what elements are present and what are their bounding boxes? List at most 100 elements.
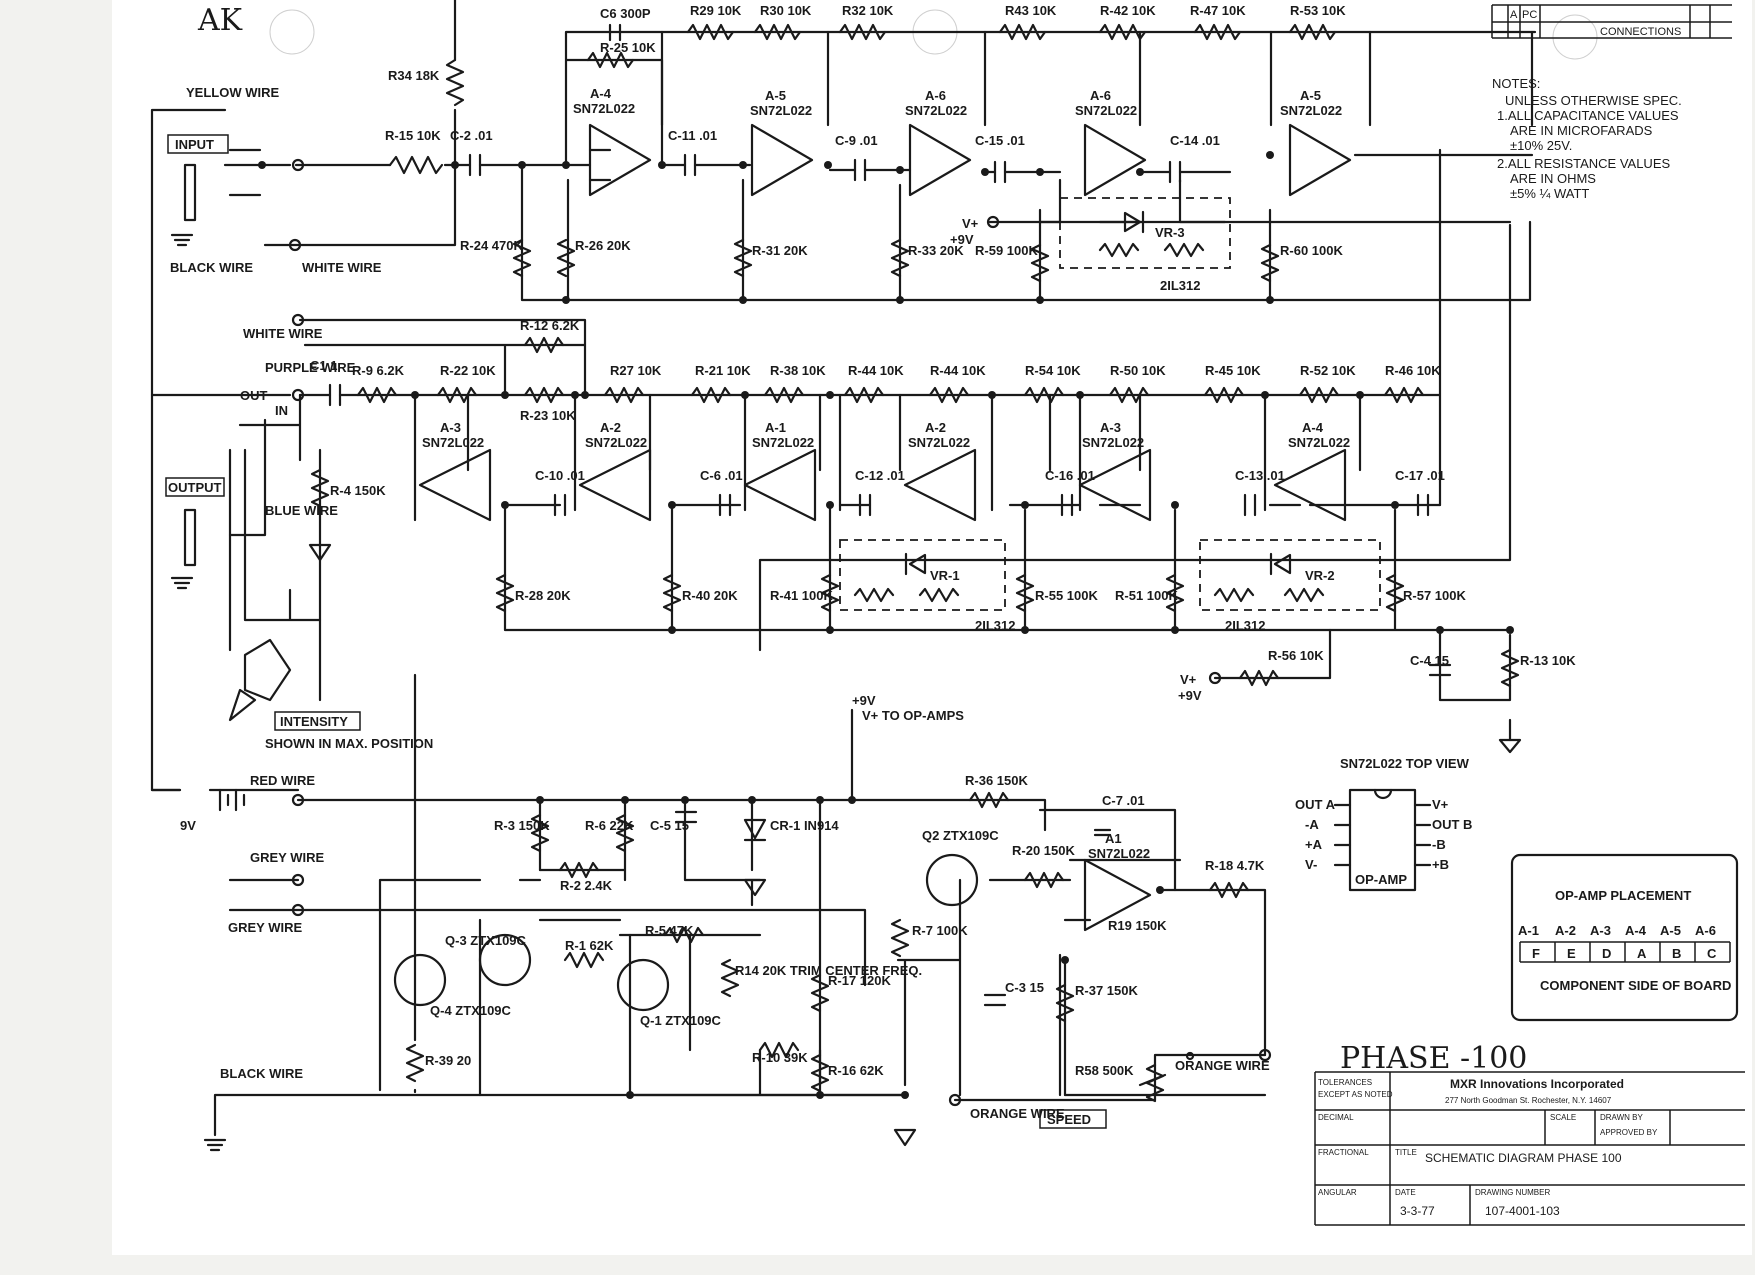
white-wire-label-1: WHITE WIRE [302, 260, 382, 275]
r6-label: R-6 22K [585, 818, 634, 833]
r5-label: R-5 47K [645, 923, 694, 938]
r24-label: R-24 470K [460, 238, 523, 253]
input-jack-label: INPUT [175, 137, 214, 152]
c6b-label: C-6 .01 [700, 468, 743, 483]
pinout-right-4: +B [1432, 857, 1449, 872]
r36-label: R-36 150K [965, 773, 1028, 788]
in-label: IN [275, 403, 288, 418]
c4-label: C-4 15 [1410, 653, 1449, 668]
r46-label: R-46 10K [1385, 363, 1441, 378]
r29-label: R29 10K [690, 3, 742, 18]
r33-label: R-33 20K [908, 243, 964, 258]
opamp-part-mid-6: SN72L022 [1288, 435, 1350, 450]
decimal-label: DECIMAL [1318, 1113, 1354, 1122]
scale-label: SCALE [1550, 1113, 1576, 1122]
r4-label: R-4 150K [330, 483, 386, 498]
opamp-part-mid-5: SN72L022 [1082, 435, 1144, 450]
opamp-label-top-3: A-6 [925, 88, 946, 103]
notes-line-2: 1.ALL CAPACITANCE VALUES [1497, 108, 1679, 123]
pinout-right-2: OUT B [1432, 817, 1472, 832]
vr1-box [839, 539, 1006, 611]
r21-label: R-21 10K [695, 363, 751, 378]
r9-label: R-9 6.2K [352, 363, 405, 378]
handwritten-initials: AK [197, 3, 243, 38]
opamp-part-mid-4: SN72L022 [908, 435, 970, 450]
pinout-right-1: V+ [1432, 797, 1449, 812]
tolerances-label: TOLERANCES [1318, 1078, 1372, 1087]
placement-header-2: A-2 [1555, 923, 1576, 938]
r17-label: R-17 120K [828, 973, 891, 988]
r58-label: R58 500K [1075, 1063, 1134, 1078]
r47-label: R-47 10K [1190, 3, 1246, 18]
r37-label: R-37 150K [1075, 983, 1138, 998]
notes-heading: NOTES: [1492, 76, 1540, 91]
r25-label: R-25 10K [600, 40, 656, 55]
fractional-label: FRACTIONAL [1318, 1148, 1369, 1157]
c10-label: C-10 .01 [535, 468, 585, 483]
opamp-symbols [418, 123, 1352, 932]
placement-cell-2: E [1567, 946, 1576, 961]
opamp-dip-body [1348, 788, 1417, 892]
vr2-label: VR-2 [1305, 568, 1335, 583]
opamp-label-top-5: A-5 [1300, 88, 1321, 103]
approved-by-label: APPROVED BY [1600, 1128, 1658, 1137]
revision-col1: A [1510, 9, 1518, 21]
r10-label: R-10 39K [752, 1050, 808, 1065]
r56-label: R-56 10K [1268, 648, 1324, 663]
r44a-label: R-44 10K [848, 363, 904, 378]
vr3-label: VR-3 [1155, 225, 1185, 240]
pinout-left-3: +A [1305, 837, 1323, 852]
revision-strip: A PC CONNECTIONS [1491, 4, 1732, 39]
c14-label: C-14 .01 [1170, 133, 1220, 148]
wire-labels: YELLOW WIRE BLACK WIRE WHITE WIRE WHITE … [170, 85, 1270, 1121]
opamp-label-mid-4: A-2 [925, 420, 946, 435]
q4-label: Q-4 ZTX109C [430, 1003, 512, 1018]
r55-label: R-55 100K [1035, 588, 1098, 603]
r32-label: R32 10K [842, 3, 894, 18]
r43-label: R43 10K [1005, 3, 1057, 18]
ic-top-label: 2IL312 [1160, 278, 1200, 293]
placement-header-5: A-5 [1660, 923, 1681, 938]
speed-box [1039, 1109, 1107, 1129]
r44b-label: R-44 10K [930, 363, 986, 378]
placement-caption: COMPONENT SIDE OF BOARD [1540, 978, 1731, 993]
opamp-placement: OP-AMP PLACEMENT A-1 A-2 A-3 A-4 A-5 A-6… [1510, 853, 1739, 1022]
r30-label: R30 10K [760, 3, 812, 18]
c5-label: C-5 15 [650, 818, 689, 833]
resistor-symbols [310, 23, 1520, 1103]
intensity-label: INTENSITY [280, 714, 348, 729]
notes-line-7: ±5% ¼ WATT [1510, 186, 1589, 201]
r19-label: R19 150K [1108, 918, 1167, 933]
c15-label: C-15 .01 [975, 133, 1025, 148]
opamp-part-bottom: SN72L022 [1088, 846, 1150, 861]
revision-col3: CONNECTIONS [1600, 26, 1681, 38]
r27-label: R27 10K [610, 363, 662, 378]
blue-wire-label: BLUE WIRE [265, 503, 338, 518]
vplus-label-1: V+ [962, 216, 979, 231]
vplus-value-2: +9V [1178, 688, 1202, 703]
placement-frame [1510, 853, 1739, 1022]
r18-label: R-18 4.7K [1205, 858, 1265, 873]
cr1-label: CR-1 IN914 [770, 818, 839, 833]
vr3-box [1059, 197, 1231, 269]
ic-mid2-label: 2IL312 [1225, 618, 1265, 633]
grey-wire-label-2: GREY WIRE [228, 920, 302, 935]
pinout-caption: OP-AMP [1355, 872, 1407, 887]
placement-cell-5: B [1672, 946, 1681, 961]
ic-mid1-label: 2IL312 [975, 618, 1015, 633]
out-label: OUT [240, 388, 268, 403]
r41-label: R-41 100K [770, 588, 833, 603]
revision-col2: PC [1522, 9, 1537, 21]
vplus-value-1: +9V [950, 232, 974, 247]
paper [112, 0, 1752, 1255]
c6-label: C6 300P [600, 6, 651, 21]
notes-block: NOTES: UNLESS OTHERWISE SPEC. 1.ALL CAPA… [1492, 76, 1682, 201]
r34-label: R34 18K [388, 68, 440, 83]
date-label: DATE [1395, 1188, 1416, 1197]
placement-cell-6: C [1707, 946, 1717, 961]
r60-label: R-60 100K [1280, 243, 1343, 258]
vr1-label: VR-1 [930, 568, 960, 583]
c7-label: C-7 .01 [1102, 793, 1145, 808]
r52-label: R-52 10K [1300, 363, 1356, 378]
notes-line-4: ±10% 25V. [1510, 138, 1572, 153]
